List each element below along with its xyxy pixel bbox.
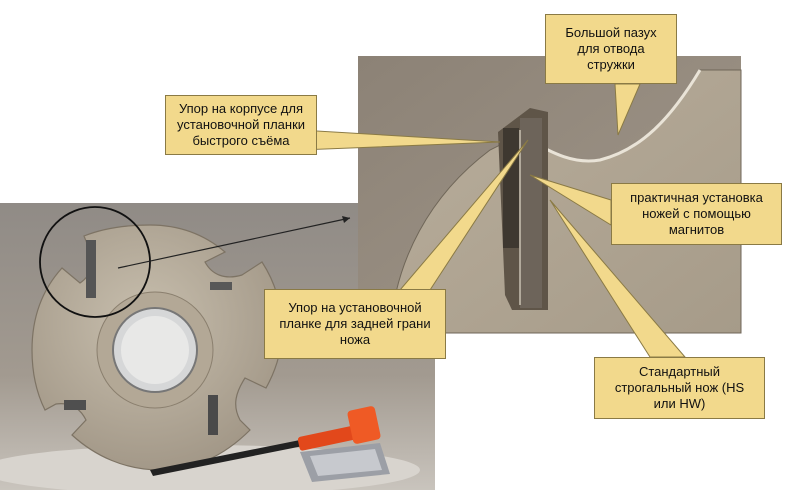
callout-plate-stop: Упор на установочной планке для задней г… xyxy=(264,289,446,359)
callout-planer-knife: Стандартный строгальный нож (HS или HW) xyxy=(594,357,765,419)
knife-slot xyxy=(86,240,96,298)
callout-magnet-mount: практичная установка ножей с помощью маг… xyxy=(611,183,782,245)
callout-body-stop: Упор на корпусе для установочной планки … xyxy=(165,95,317,155)
setting-key xyxy=(150,406,390,482)
knife-slot xyxy=(64,400,86,410)
detail-circle xyxy=(39,206,151,318)
callout-chip-groove: Большой пазух для отвода стружки xyxy=(545,14,677,84)
knife-slot xyxy=(210,282,232,290)
knife-slot xyxy=(208,395,218,435)
